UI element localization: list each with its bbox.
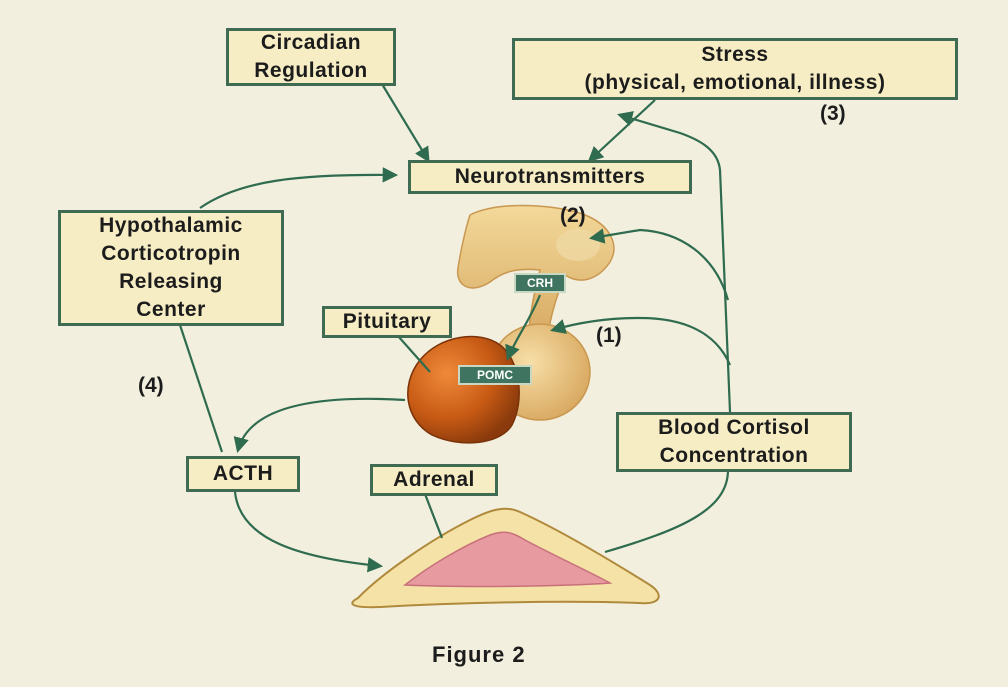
hypothalamic-line-4: Center <box>61 296 281 324</box>
circadian-line-1: Circadian <box>229 29 393 57</box>
label-number-1: (1) <box>596 324 622 348</box>
pomc-tag: POMC <box>458 365 532 385</box>
arrow-acth-to-adrenal <box>235 492 380 566</box>
pituitary-box: Pituitary <box>322 306 452 338</box>
blood-cortisol-box: Blood Cortisol Concentration <box>616 412 852 472</box>
hypothalamic-line-1: Hypothalamic <box>61 212 281 240</box>
neurotransmitters-label: Neurotransmitters <box>411 163 689 191</box>
arrow-stress-to-neurotransmitters <box>590 100 655 160</box>
stress-line-1: Stress <box>515 41 955 69</box>
pituitary-label: Pituitary <box>325 308 449 336</box>
stress-line-2: (physical, emotional, illness) <box>515 69 955 97</box>
arrow-hypothalamic-to-neurotransmitters <box>200 175 395 208</box>
hypothalamic-center-box: Hypothalamic Corticotropin Releasing Cen… <box>58 210 284 326</box>
hypothalamic-line-3: Releasing <box>61 268 281 296</box>
acth-label: ACTH <box>189 460 297 488</box>
neurotransmitters-box: Neurotransmitters <box>408 160 692 194</box>
stress-box: Stress (physical, emotional, illness) <box>512 38 958 100</box>
hypothalamic-line-2: Corticotropin <box>61 240 281 268</box>
line-hypothalamic-to-acth <box>180 325 222 452</box>
label-number-3: (3) <box>820 102 846 126</box>
blood-cortisol-line-1: Blood Cortisol <box>619 414 849 442</box>
circadian-line-2: Regulation <box>229 57 393 85</box>
arrow-circadian-to-neurotransmitters <box>382 84 428 160</box>
blood-cortisol-line-2: Concentration <box>619 442 849 470</box>
anterior-pituitary-shape <box>408 337 519 443</box>
arrow-adrenal-to-cortisol <box>605 470 728 552</box>
adrenal-gland-shape <box>352 509 658 607</box>
label-number-2: (2) <box>560 204 586 228</box>
circadian-regulation-box: Circadian Regulation <box>226 28 396 86</box>
figure-caption: Figure 2 <box>432 642 526 668</box>
arrow-pituitary-to-acth <box>238 399 405 450</box>
crh-tag: CRH <box>514 273 566 293</box>
label-number-4: (4) <box>138 374 164 398</box>
adrenal-label: Adrenal <box>373 466 495 494</box>
adrenal-box: Adrenal <box>370 464 498 496</box>
adrenal-label-leader <box>425 494 442 538</box>
acth-box: ACTH <box>186 456 300 492</box>
